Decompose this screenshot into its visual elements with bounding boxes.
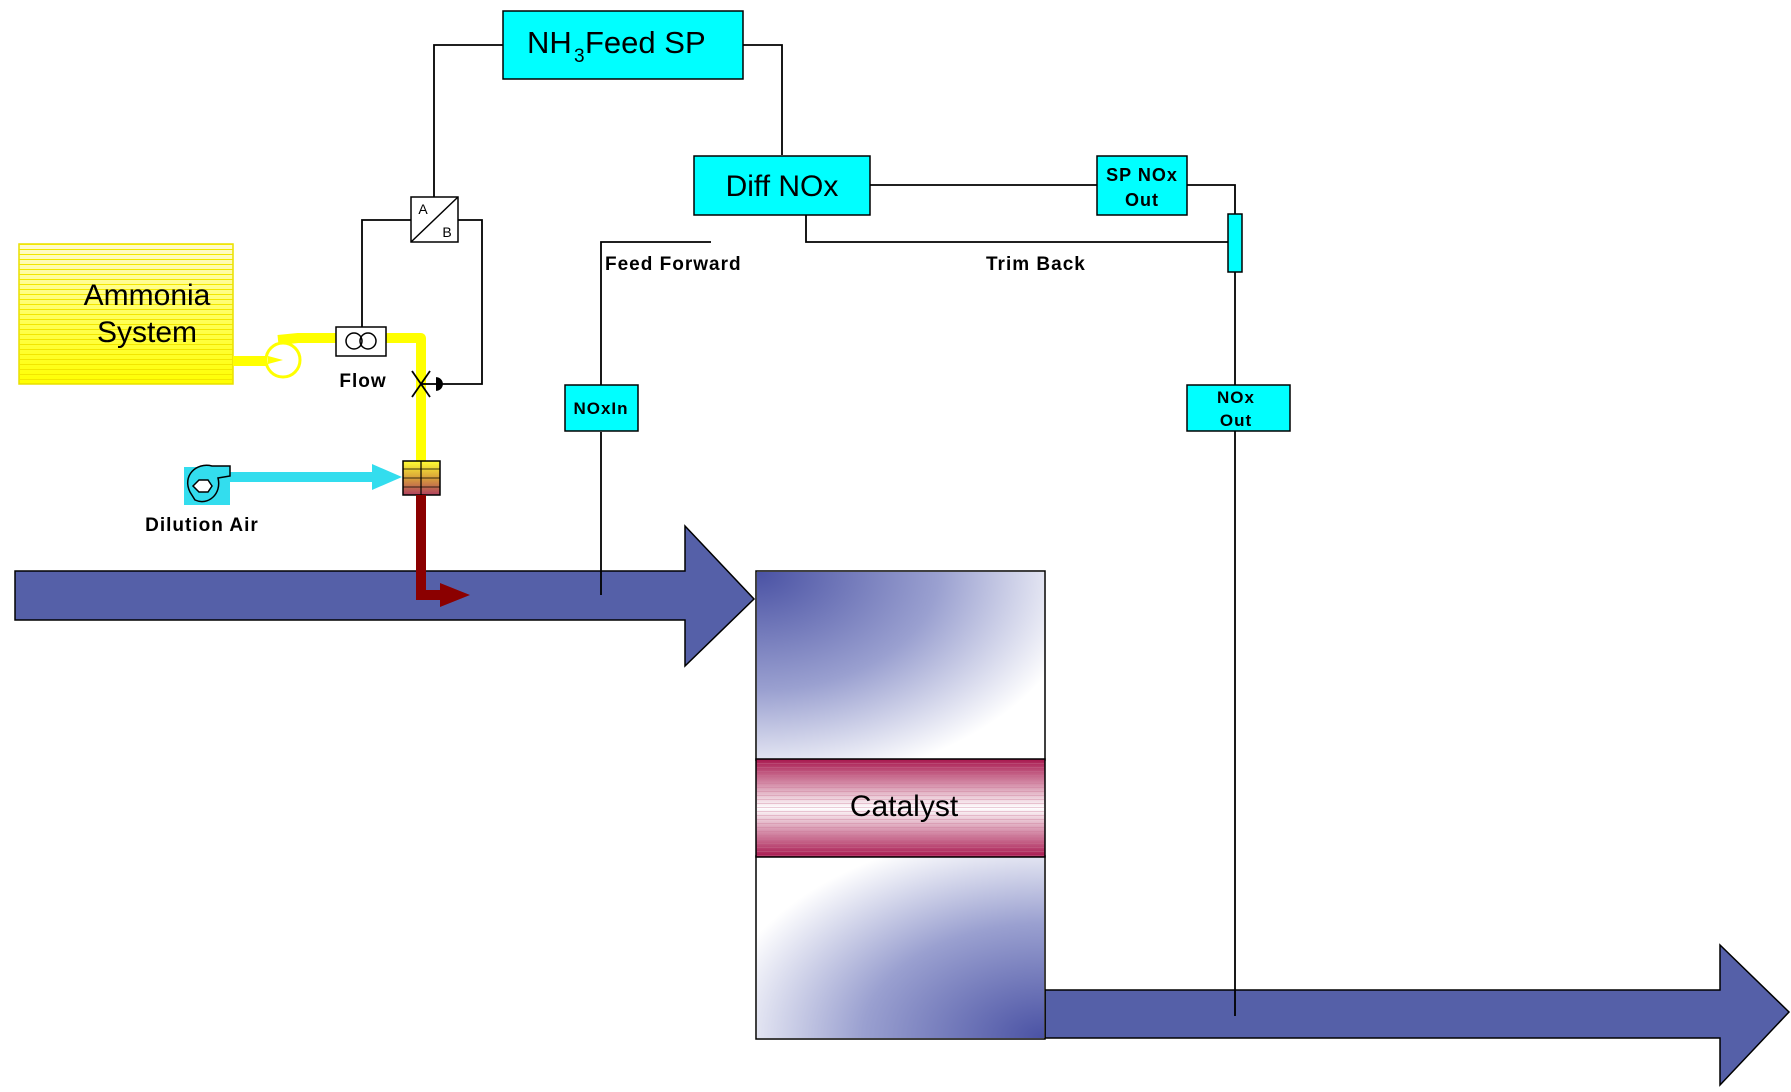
dilution-air-label: Dilution Air [145, 515, 259, 536]
catalyst-label: Catalyst [850, 790, 959, 823]
ammonia-piping [233, 333, 426, 462]
scr-reactor: Catalyst [755, 570, 1046, 1040]
flue-gas-outlet-arrow [1044, 943, 1791, 1087]
nox-out-label-line1: NOx [1217, 388, 1255, 407]
feed-sp-label: Feed SP [585, 25, 706, 60]
diff-nox-label: Diff NOx [726, 170, 839, 203]
selector-icon: A B [410, 196, 459, 243]
flow-meter-icon [335, 326, 387, 357]
nh3-label: NH [527, 25, 572, 60]
nh3-feed-sp-box: NH 3 Feed SP [502, 10, 744, 80]
svg-text:Feed SP: Feed SP [585, 25, 706, 60]
nox-in-label: NOxIn [573, 399, 628, 418]
pump-icon [264, 341, 302, 379]
control-valve-icon [411, 370, 443, 398]
injection-line [416, 495, 470, 607]
mixer-icon [402, 460, 441, 496]
diff-nox-box: Diff NOx [693, 155, 871, 216]
ammonia-system-label-line2: System [97, 316, 197, 349]
nh3-subscript: 3 [574, 46, 585, 67]
svg-text:3: 3 [574, 46, 585, 67]
trim-back-label: Trim Back [986, 254, 1086, 275]
signal-lines [361, 44, 1236, 1016]
nox-out-box: NOx Out [1186, 384, 1291, 432]
nox-out-analyzer-tap [1227, 213, 1243, 273]
feed-forward-label: Feed Forward [605, 254, 742, 275]
selector-a-label: A [418, 201, 428, 217]
flue-gas-inlet-arrow [14, 524, 756, 668]
flow-label: Flow [339, 371, 386, 392]
dilution-air-line [226, 464, 402, 490]
sp-nox-out-box: SP NOx Out [1096, 155, 1188, 216]
sp-nox-out-label-line2: Out [1125, 190, 1159, 210]
sp-nox-out-label-line1: SP NOx [1106, 165, 1178, 185]
svg-text:NH: NH [527, 25, 572, 60]
ammonia-system: Ammonia System [18, 243, 234, 385]
ammonia-system-label-line1: Ammonia [84, 279, 211, 312]
nox-in-box: NOxIn [564, 384, 639, 432]
selector-b-label: B [442, 224, 451, 240]
nox-out-label-line2: Out [1220, 411, 1252, 430]
fan-icon [184, 464, 231, 505]
